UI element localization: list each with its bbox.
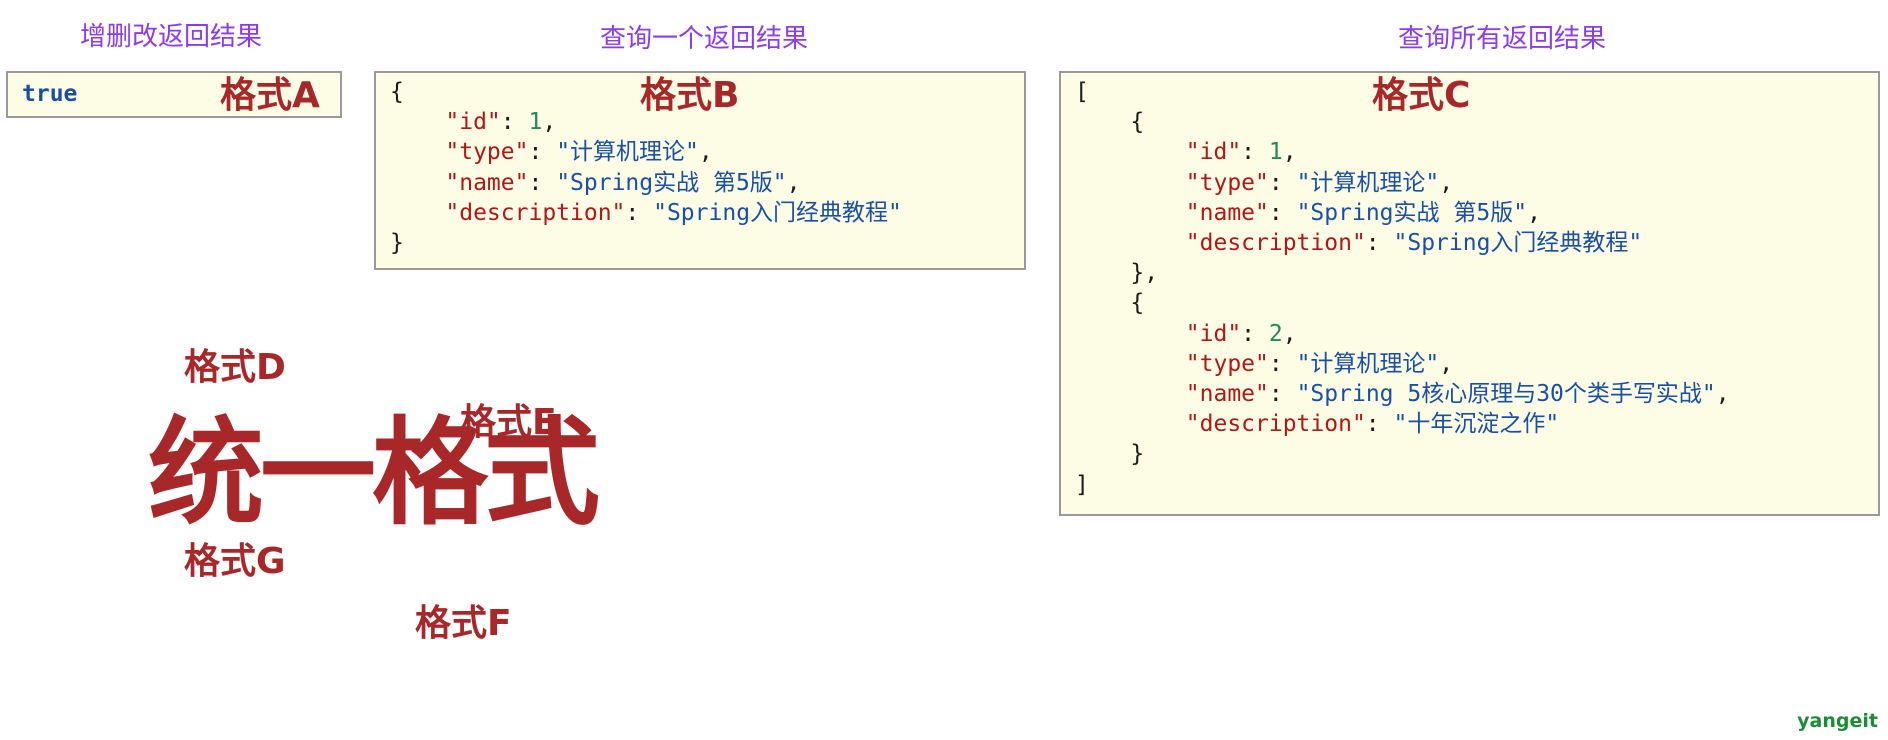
json-key: "name": [1185, 199, 1269, 226]
json-brace: }: [1130, 441, 1145, 468]
json-brace: {: [390, 79, 404, 105]
code-line: {: [1075, 107, 1730, 137]
json-bracket: ]: [1075, 471, 1089, 498]
format-d-label: 格式D: [184, 347, 286, 388]
code-line: [: [1075, 77, 1730, 107]
json-brace: },: [1130, 260, 1159, 287]
unified-format-title: 统一格式: [148, 406, 600, 541]
json-comma: ,: [542, 109, 557, 136]
json-brace: }: [390, 230, 404, 257]
code-line: "description": "Spring入门经典教程": [390, 198, 902, 228]
code-line: {: [390, 77, 902, 107]
code-line: "id": 1,: [1075, 137, 1730, 167]
json-comma: ,: [1282, 320, 1297, 347]
caption-create-update-delete: 增删改返回结果: [80, 22, 263, 52]
format-b-box: { "id": 1, "type": "计算机理论", "name": "Spr…: [374, 71, 1026, 270]
json-key: "description": [1185, 230, 1366, 257]
format-c-code: [ { "id": 1, "type": "计算机理论", "name": "S…: [1075, 77, 1730, 500]
json-key: "description": [445, 199, 626, 226]
json-comma: ,: [1439, 350, 1454, 377]
code-line: {: [1075, 288, 1730, 318]
format-f-label: 格式F: [415, 603, 512, 644]
caption-query-one: 查询一个返回结果: [600, 24, 809, 54]
code-line: "type": "计算机理论",: [1075, 349, 1730, 379]
json-value: "计算机理论": [556, 139, 699, 166]
code-line: "name": "Spring实战 第5版",: [1075, 198, 1730, 228]
json-value: 2: [1268, 320, 1283, 347]
code-line: "id": 1,: [390, 107, 902, 137]
json-key: "id": [1185, 320, 1242, 347]
json-value: "Spring 5核心原理与30个类手写实战": [1296, 381, 1716, 408]
yangeit-logo: yangeit: [1797, 710, 1878, 732]
format-a-label: 格式A: [220, 75, 320, 116]
json-separator: :: [1268, 350, 1297, 377]
json-key: "id": [445, 109, 501, 136]
format-e-label: 格式E: [460, 402, 557, 443]
json-key: "type": [1185, 169, 1269, 196]
json-bracket: [: [1075, 79, 1089, 105]
json-separator: :: [1268, 381, 1297, 408]
json-separator: :: [1241, 139, 1269, 166]
json-comma: ,: [1527, 199, 1541, 226]
format-c-label: 格式C: [1372, 75, 1471, 116]
json-value: "Spring入门经典教程": [653, 199, 902, 226]
json-separator: :: [1241, 320, 1269, 347]
format-b-code: { "id": 1, "type": "计算机理论", "name": "Spr…: [390, 77, 902, 258]
json-key: "name": [1185, 381, 1269, 408]
code-line: "description": "Spring入门经典教程": [1075, 228, 1730, 258]
json-separator: :: [528, 139, 557, 166]
json-brace: {: [1130, 109, 1145, 136]
json-value: "Spring实战 第5版": [1296, 199, 1528, 226]
json-separator: :: [1268, 199, 1297, 226]
code-line: },: [1075, 258, 1730, 288]
json-key: "type": [1185, 350, 1269, 377]
json-key: "type": [445, 139, 529, 166]
json-separator: :: [528, 169, 557, 196]
json-brace: {: [1130, 290, 1145, 317]
json-comma: ,: [1715, 381, 1730, 408]
json-value: "十年沉淀之作": [1393, 411, 1560, 438]
code-line: }: [390, 228, 902, 258]
format-g-label: 格式G: [184, 541, 286, 582]
json-value: "计算机理论": [1296, 169, 1440, 196]
code-line: "description": "十年沉淀之作": [1075, 409, 1730, 439]
format-a-box: true: [6, 71, 342, 118]
json-separator: :: [625, 199, 654, 226]
code-line: "type": "计算机理论",: [390, 137, 902, 167]
json-separator: :: [1268, 169, 1297, 196]
json-comma: ,: [1282, 139, 1297, 166]
code-line: "id": 2,: [1075, 319, 1730, 349]
true-value: true: [22, 81, 78, 107]
json-key: "name": [445, 169, 529, 196]
json-separator: :: [500, 109, 529, 136]
json-value: "Spring入门经典教程": [1393, 230, 1643, 257]
json-comma: ,: [1439, 169, 1454, 196]
format-a-code: true: [22, 79, 77, 109]
json-value: 1: [1268, 139, 1283, 166]
json-value: "Spring实战 第5版": [556, 169, 787, 196]
json-comma: ,: [786, 169, 801, 196]
json-value: "计算机理论": [1296, 350, 1440, 377]
format-c-box: [ { "id": 1, "type": "计算机理论", "name": "S…: [1059, 71, 1880, 516]
caption-query-all: 查询所有返回结果: [1398, 24, 1607, 54]
code-line: "name": "Spring实战 第5版",: [390, 168, 902, 198]
code-line: ]: [1075, 470, 1730, 500]
json-value: 1: [528, 109, 543, 136]
json-separator: :: [1365, 411, 1394, 438]
json-key: "description": [1185, 411, 1366, 438]
code-line: }: [1075, 439, 1730, 469]
json-separator: :: [1365, 230, 1394, 257]
json-key: "id": [1185, 139, 1242, 166]
json-comma: ,: [698, 139, 713, 166]
format-b-label: 格式B: [640, 75, 740, 116]
code-line: "type": "计算机理论",: [1075, 168, 1730, 198]
code-line: "name": "Spring 5核心原理与30个类手写实战",: [1075, 379, 1730, 409]
